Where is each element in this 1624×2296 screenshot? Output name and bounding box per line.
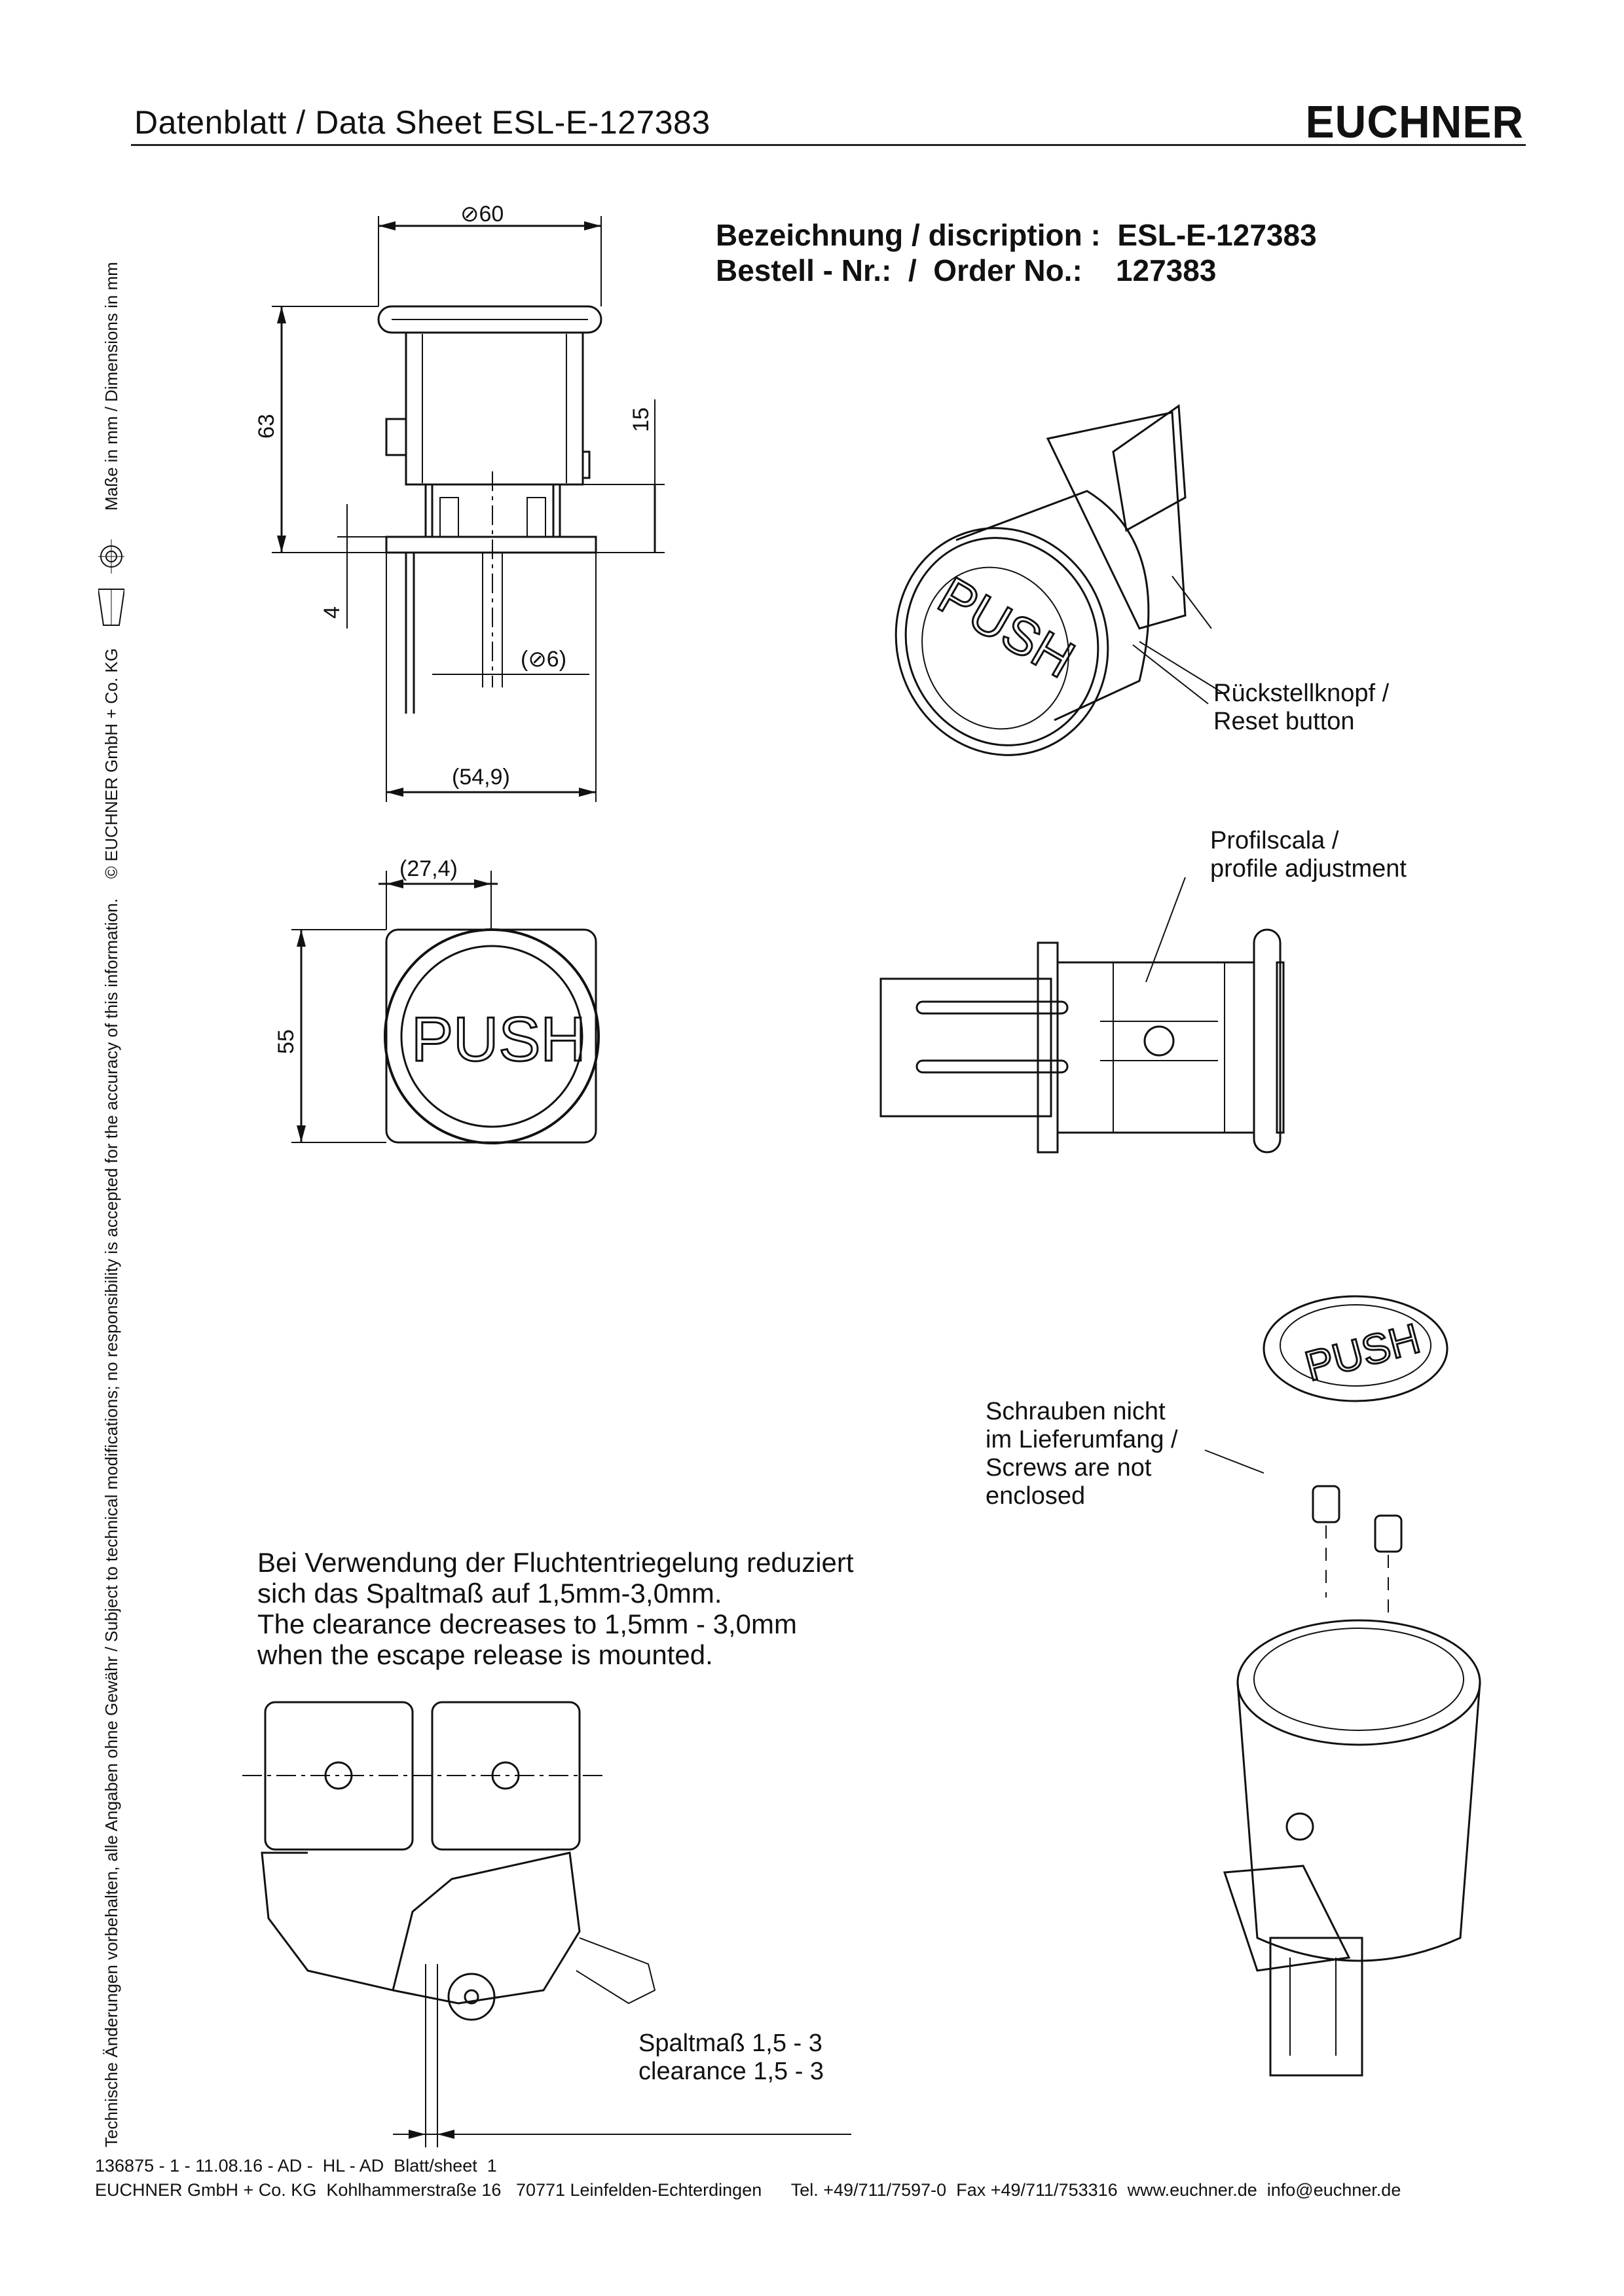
dim-27-4: (27,4) [399, 856, 458, 881]
reset-button-label: Rückstellknopf / Reset button [1213, 680, 1390, 735]
dim-diameter-60: ⊘60 [460, 202, 504, 227]
document-title: Datenblatt / Data Sheet ESL-E-127383 [134, 104, 710, 141]
dim-15: 15 [629, 407, 654, 432]
description-value: ESL-E-127383 [1117, 218, 1317, 252]
profile-adjustment-label: Profilscala / profile adjustment [1210, 827, 1407, 883]
footer-company-address: EUCHNER GmbH + Co. KG Kohlhammerstraße 1… [95, 2180, 1401, 2200]
description-label: Bezeichnung / discription : [716, 218, 1101, 252]
exploded-view-drawing [1204, 1295, 1481, 2077]
euchner-logo: EUCHNER [1305, 96, 1524, 147]
dim-54-9: (54,9) [452, 765, 510, 790]
push-text-iso: PUSH [929, 566, 1084, 689]
dim-55: 55 [274, 1029, 299, 1054]
description-block: Bezeichnung / discription : ESL-E-127383… [716, 217, 1317, 288]
clearance-label: Spaltmaß 1,5 - 3 clearance 1,5 - 3 [638, 2030, 824, 2085]
screws-label: Schrauben nicht im Lieferumfang / Screws… [986, 1398, 1178, 1510]
dim-height-63: 63 [254, 414, 279, 439]
dim-diameter-6: (⊘6) [521, 647, 566, 672]
side-view-drawing [272, 216, 665, 802]
dim-4: 4 [320, 606, 344, 619]
profile-section-drawing [242, 1701, 851, 2147]
push-text-front: PUSH [411, 1004, 586, 1074]
profile-view-drawing [879, 877, 1285, 1154]
clearance-note: Bei Verwendung der Fluchtentriegelung re… [257, 1547, 854, 1670]
push-text-cap: PUSH [1300, 1315, 1424, 1391]
isometric-view-drawing [895, 404, 1225, 756]
order-label: Bestell - Nr.: / Order No.: [716, 253, 1082, 287]
front-view-drawing [291, 871, 600, 1144]
projection-symbol-icon [97, 530, 126, 629]
header-rule [131, 144, 1526, 146]
footer-document-number: 136875 - 1 - 11.08.16 - AD - HL - AD Bla… [95, 2156, 497, 2176]
side-text: Technische Änderungen vorbehalten, alle … [97, 183, 126, 2147]
order-value: 127383 [1115, 253, 1217, 287]
